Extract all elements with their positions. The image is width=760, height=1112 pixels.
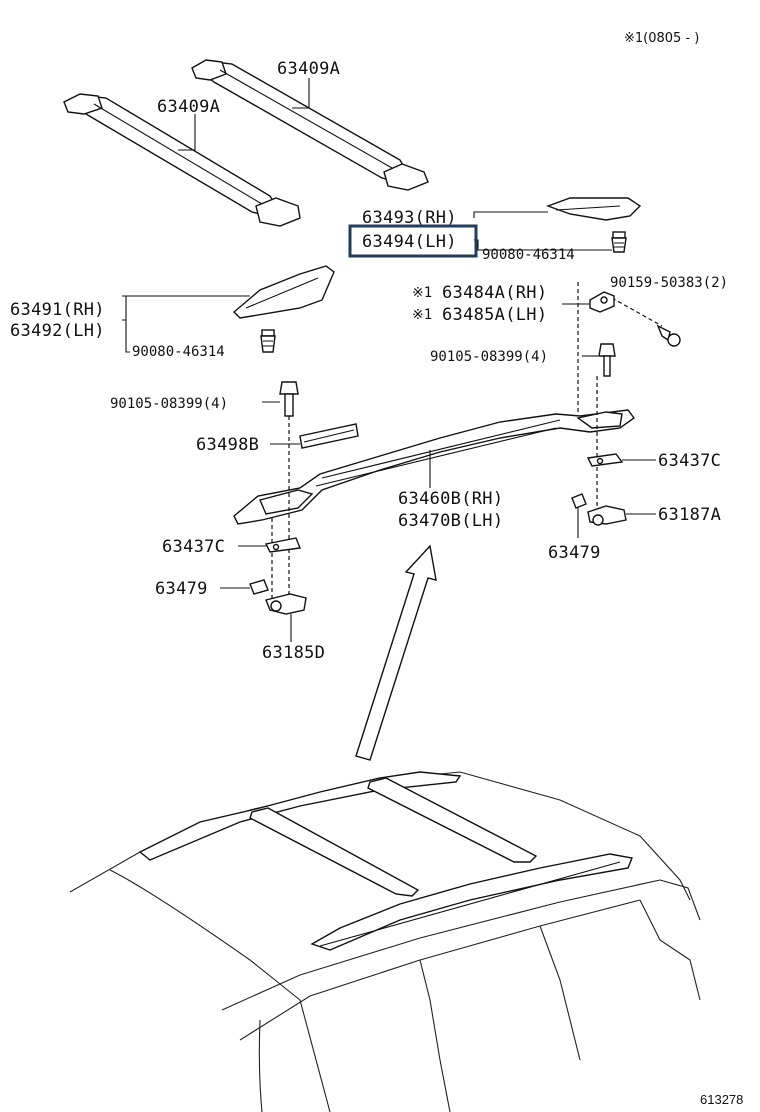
callout-bolt-right: 90105-08399(4) <box>430 349 548 365</box>
end-cover-rear[interactable] <box>232 265 335 319</box>
vehicle-crossbar-rear <box>367 777 538 863</box>
mark-bracket-lh: ※1 <box>412 307 432 323</box>
leader-cover-front <box>473 211 548 218</box>
callout-bracket-rh: 63484A(RH) <box>442 283 547 303</box>
callout-nut-right: 63187A <box>658 505 721 525</box>
vehicle-roof <box>69 771 701 1112</box>
bolt-right[interactable] <box>598 343 616 377</box>
callout-gasket-left: 63437C <box>162 537 225 557</box>
diagram-code: 613278 <box>700 1092 743 1107</box>
clip-right[interactable] <box>571 493 587 509</box>
callout-rail-lh: 63470B(LH) <box>398 511 503 531</box>
roof-rail[interactable] <box>233 409 635 525</box>
crossbar-upper[interactable] <box>191 59 429 191</box>
mark-bracket-rh: ※1 <box>412 285 432 301</box>
screw-side[interactable] <box>656 324 681 347</box>
callout-spacer: 63498B <box>196 435 259 455</box>
leader-cover-rear <box>122 295 250 353</box>
nut-right[interactable] <box>587 505 627 526</box>
end-cover-front[interactable] <box>545 197 642 221</box>
callout-rail-rh: 63460B(RH) <box>398 489 503 509</box>
vehicle-rail-left <box>138 771 462 861</box>
callout-gasket-right: 63437C <box>658 451 721 471</box>
vehicle-rail-right <box>310 853 633 951</box>
callout-cover-rh-rear: 63491(RH) <box>10 300 105 320</box>
callout-screw-front: 90080-46314 <box>482 247 575 263</box>
callout-cover-lh-front[interactable]: 63494(LH) <box>362 232 457 252</box>
callout-screw-side: 90159-50383(2) <box>610 275 728 291</box>
callout-crossbar-upper: 63409A <box>277 59 340 79</box>
highlight-box <box>348 224 478 258</box>
screw-front[interactable] <box>611 231 627 253</box>
crossbar-lower[interactable] <box>63 93 301 227</box>
callout-nut-left: 63185D <box>262 643 325 663</box>
callout-clip-right: 63479 <box>548 543 601 563</box>
gasket-left[interactable] <box>264 537 301 553</box>
screw-rear[interactable] <box>260 329 276 353</box>
vehicle-crossbar-front <box>249 807 420 897</box>
callout-bolt-left: 90105-08399(4) <box>110 396 228 412</box>
callout-bracket-lh: 63485A(LH) <box>442 305 547 325</box>
bracket-front[interactable] <box>589 291 615 313</box>
callout-crossbar-lower: 63409A <box>157 97 220 117</box>
location-arrow <box>355 544 437 761</box>
callout-cover-lh-rear: 63492(LH) <box>10 321 105 341</box>
callout-clip-left: 63479 <box>155 579 208 599</box>
spacer-part[interactable] <box>299 423 359 449</box>
leader-crossbar-upper <box>292 78 310 109</box>
header-note: ※1(0805 - ) <box>624 31 699 46</box>
nut-left[interactable] <box>265 593 307 615</box>
callout-screw-rear: 90080-46314 <box>132 344 225 360</box>
callout-cover-rh-front: 63493(RH) <box>362 208 457 228</box>
leader-screw-side <box>611 297 663 327</box>
clip-left[interactable] <box>249 579 269 595</box>
leader-crossbar-lower <box>178 114 196 151</box>
bolt-left[interactable] <box>279 381 299 417</box>
gasket-right[interactable] <box>586 453 624 467</box>
